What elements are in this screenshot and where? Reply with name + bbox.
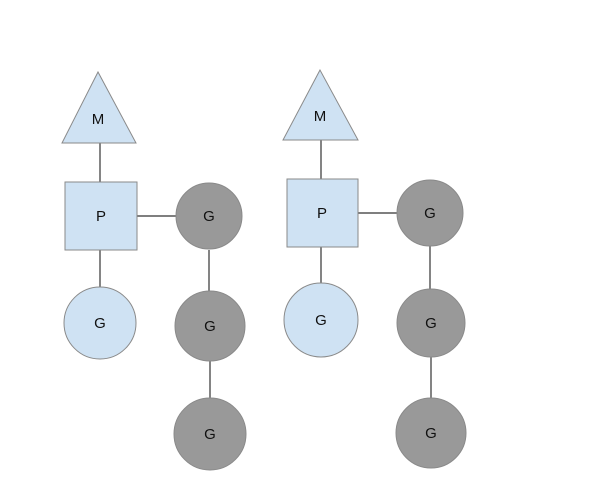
group-2: M P G G G G xyxy=(282,68,467,469)
group-1: M P G G G G xyxy=(61,70,247,471)
running-goroutine-label: G xyxy=(94,315,106,332)
queued-goroutine-circle xyxy=(396,179,464,247)
queued-goroutine-label: G xyxy=(204,426,216,443)
queued-goroutine-node: G xyxy=(175,182,243,250)
queued-goroutine-label: G xyxy=(203,208,215,225)
queued-goroutine-node: G xyxy=(396,179,464,247)
queued-goroutine-label: G xyxy=(424,205,436,222)
machine-label: M xyxy=(92,111,105,128)
queued-goroutine-label: G xyxy=(204,318,216,335)
running-goroutine-node: G xyxy=(63,286,137,360)
machine-node: M xyxy=(61,70,137,144)
machine-triangle-shape xyxy=(282,68,359,141)
running-goroutine-label: G xyxy=(315,312,327,329)
queued-goroutine-node: G xyxy=(174,290,246,362)
processor-square-shape xyxy=(286,178,359,248)
processor-node: P xyxy=(64,181,138,251)
processor-square-shape xyxy=(64,181,138,251)
processor-label: P xyxy=(317,205,327,222)
queued-goroutine-circle xyxy=(175,182,243,250)
processor-label: P xyxy=(96,208,106,225)
queued-goroutine-label: G xyxy=(425,315,437,332)
queued-goroutine-circle xyxy=(396,288,466,358)
machine-triangle-shape xyxy=(61,70,137,144)
queued-goroutine-node: G xyxy=(396,288,466,358)
queued-goroutine-circle xyxy=(173,397,247,471)
running-goroutine-circle xyxy=(63,286,137,360)
queued-goroutine-circle xyxy=(395,397,467,469)
processor-node: P xyxy=(286,178,359,248)
queued-goroutine-label: G xyxy=(425,425,437,442)
queued-goroutine-node: G xyxy=(395,397,467,469)
running-goroutine-node: G xyxy=(283,282,359,358)
machine-label: M xyxy=(314,108,327,125)
machine-node: M xyxy=(282,68,359,141)
queued-goroutine-circle xyxy=(174,290,246,362)
running-goroutine-circle xyxy=(283,282,359,358)
queued-goroutine-node: G xyxy=(173,397,247,471)
